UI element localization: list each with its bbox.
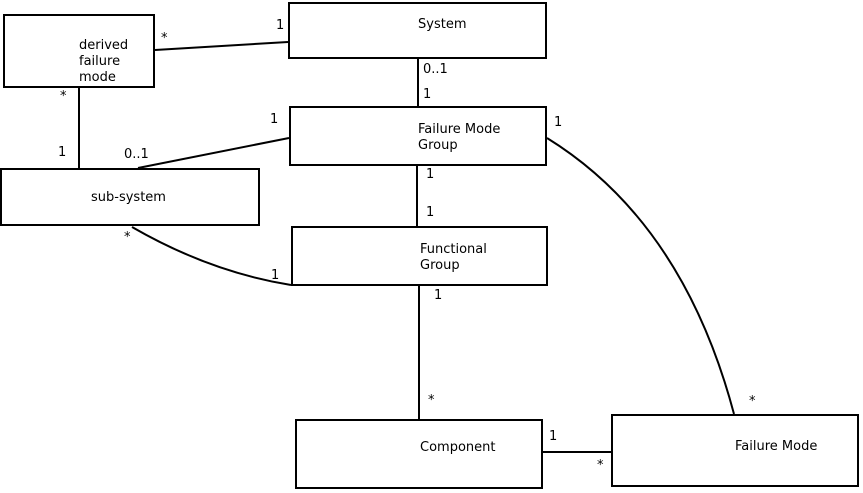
class-name-functional-group: Functional Group	[420, 242, 487, 273]
class-box-functional-group	[291, 226, 548, 286]
multiplicity-component-failuremode-source: 1	[549, 429, 558, 444]
edge-subsystem-failuremodegroup-line	[137, 137, 290, 169]
edge-failuremodegroup-failuremode-curve	[546, 137, 735, 415]
edge-derived-system-line	[154, 41, 289, 51]
multiplicity-subsystem-fmgroup-source: 0..1	[124, 147, 149, 162]
multiplicity-system-fmgroup-source: 0..1	[423, 62, 448, 77]
multiplicity-derived-subsystem-target: 1	[58, 145, 67, 160]
multiplicity-system-fmgroup-target: 1	[423, 87, 432, 102]
multiplicity-subsystem-functional-target: 1	[271, 268, 280, 283]
class-name-failure-mode-group: Failure Mode Group	[418, 122, 501, 153]
class-name-component: Component	[420, 440, 496, 455]
edge-subsystem-functionalgroup-curve	[131, 226, 292, 286]
multiplicity-fmgroup-failuremode-source: 1	[554, 115, 563, 130]
multiplicity-component-failuremode-target: *	[597, 458, 604, 473]
multiplicity-derived-system-target: 1	[276, 18, 285, 33]
class-box-component	[295, 419, 543, 489]
multiplicity-fmgroup-functional-target: 1	[426, 205, 435, 220]
multiplicity-fmgroup-failuremode-target: *	[749, 394, 756, 409]
class-box-failure-mode	[611, 414, 859, 487]
class-box-derived-failure-mode	[3, 14, 155, 88]
multiplicity-subsystem-functional-source: *	[124, 230, 131, 245]
class-name-failure-mode: Failure Mode	[735, 439, 818, 454]
multiplicity-functional-component-source: 1	[434, 288, 443, 303]
class-box-failure-mode-group	[289, 106, 547, 166]
class-name-sub-system: sub-system	[91, 190, 166, 205]
multiplicity-subsystem-fmgroup-target: 1	[270, 112, 279, 127]
class-name-system: System	[418, 17, 467, 32]
class-name-derived-failure-mode: derived failure mode	[79, 38, 129, 85]
multiplicity-derived-subsystem-source: *	[60, 89, 67, 104]
multiplicity-fmgroup-functional-source: 1	[426, 167, 435, 182]
class-box-system	[288, 2, 547, 59]
class-box-sub-system	[0, 168, 260, 226]
multiplicity-functional-component-target: *	[428, 393, 435, 408]
multiplicity-derived-system-source: *	[161, 31, 168, 46]
